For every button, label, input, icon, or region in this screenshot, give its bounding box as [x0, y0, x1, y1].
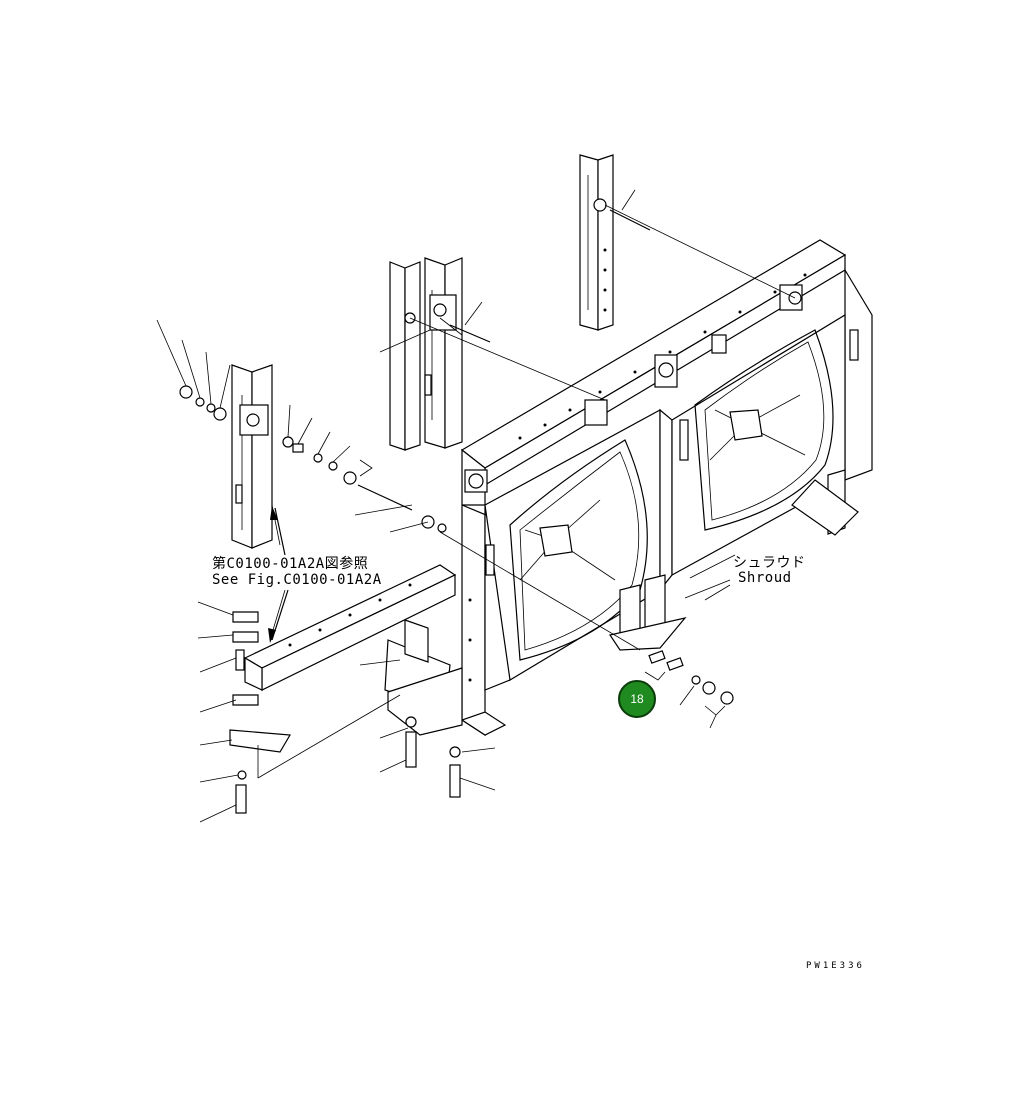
hardware-stack-upper-left	[156, 189, 636, 546]
hardware-right	[644, 554, 736, 729]
left-post	[231, 364, 273, 549]
tension-rods	[357, 204, 796, 651]
middle-posts	[389, 257, 463, 451]
lower-support	[197, 564, 463, 823]
mounting-bolts	[379, 716, 496, 798]
reference-arrow	[268, 506, 289, 643]
shroud-label-en: Shroud	[738, 570, 792, 586]
shroud-label-jp: シュラウド	[733, 555, 806, 571]
drawing-code: PW1E336	[806, 961, 865, 971]
part-callout-18[interactable]: 18	[618, 680, 656, 718]
reference-label-en: See Fig.C0100-01A2A	[212, 572, 382, 588]
rear-post	[579, 154, 614, 331]
radiator-frame	[460, 239, 873, 737]
reference-label-jp: 第C0100-01A2A図参照	[212, 556, 369, 572]
